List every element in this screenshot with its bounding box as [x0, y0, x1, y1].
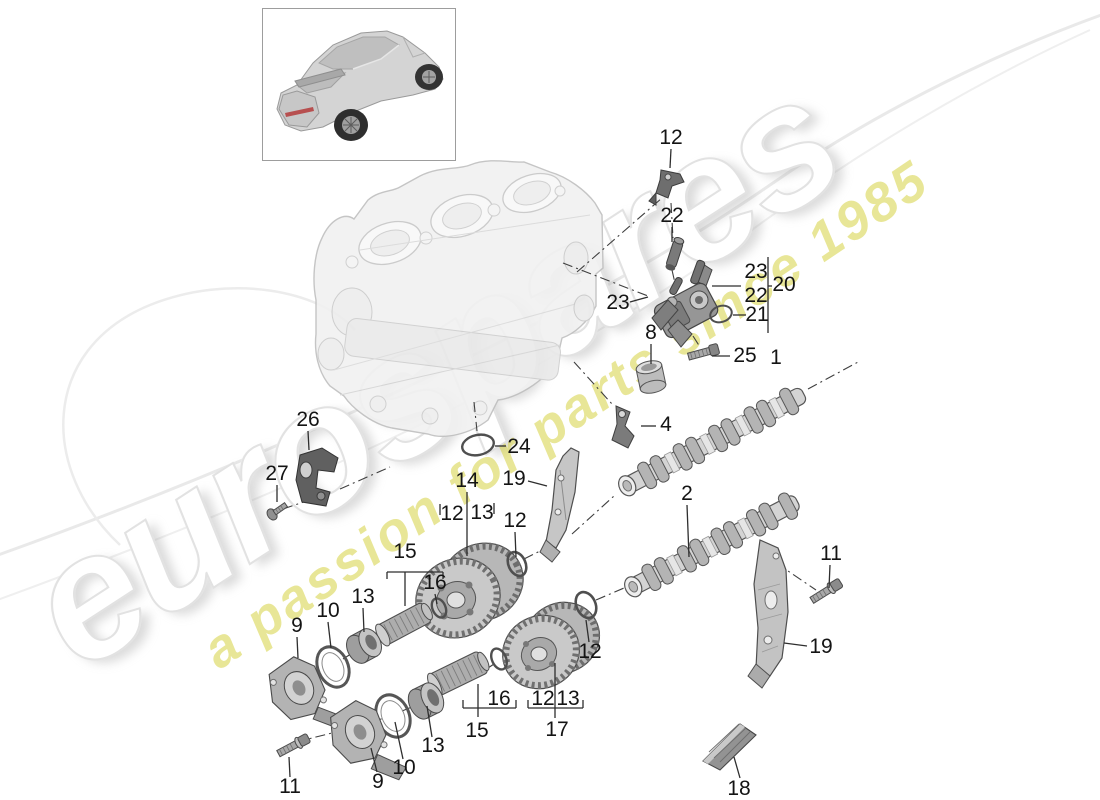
callout-13: 13 — [470, 501, 494, 524]
part-16-o-ring-lower — [489, 647, 509, 671]
callout-12: 12 — [531, 687, 555, 710]
callout-17: 17 — [545, 718, 569, 741]
part-14-adjuster-sprocket — [415, 542, 524, 639]
callout-9: 9 — [291, 614, 303, 637]
part-26-bracket — [295, 447, 339, 507]
callout-4: 4 — [660, 413, 672, 436]
car-thumbnail-box — [262, 8, 456, 161]
leader-lines — [276, 148, 831, 779]
callout-13: 13 — [556, 687, 580, 710]
engine-cylinder-head — [313, 160, 604, 437]
callout-2: 2 — [681, 482, 693, 505]
callout-12: 12 — [659, 126, 683, 149]
callout-26: 26 — [296, 408, 320, 431]
callout-10: 10 — [316, 599, 340, 622]
callout-12: 12 — [578, 640, 602, 663]
part-10-ring-upper — [315, 645, 351, 689]
part-8-cup-tappet — [635, 360, 667, 394]
callout-18: 18 — [727, 777, 751, 800]
callout-19: 19 — [502, 467, 526, 490]
part-12-o-ring-upper — [506, 550, 528, 578]
part-13-bearing-lower — [407, 682, 445, 720]
part-16-o-ring-upper — [430, 597, 448, 619]
car-thumbnail — [276, 30, 444, 141]
part-21-o-ring — [709, 304, 733, 324]
part-9-flange-upper — [268, 656, 339, 728]
callout-15: 15 — [465, 719, 489, 742]
callout-10: 10 — [392, 756, 416, 779]
callout-16: 16 — [423, 571, 447, 594]
part-11-bolt-right — [809, 578, 844, 605]
callout-16: 16 — [487, 687, 511, 710]
callout-11: 11 — [820, 542, 842, 565]
callout-13: 13 — [421, 734, 445, 757]
part-27-screw — [266, 501, 289, 521]
callout-25: 25 — [733, 344, 757, 367]
part-camshaft-lower — [624, 492, 800, 598]
part-12-rocker — [648, 169, 685, 206]
part-19-guide-right — [747, 539, 789, 689]
callout-15: 15 — [393, 540, 417, 563]
callout-11: 11 — [279, 775, 301, 798]
part-11-bolt-lower — [276, 733, 311, 758]
callout-13: 13 — [351, 585, 375, 608]
callout-14: 14 — [455, 469, 479, 492]
part-camshaft-upper — [618, 387, 807, 497]
callout-1: 1 — [770, 346, 782, 369]
part-18-wedge — [702, 723, 757, 771]
part-9-flange-lower — [330, 700, 407, 781]
callout-21: 21 — [745, 303, 769, 326]
callout-22: 22 — [660, 204, 684, 227]
part-25-bolt — [686, 343, 720, 361]
part-15-spool-upper — [375, 602, 433, 647]
callout-12: 12 — [440, 502, 464, 525]
callout-20: 20 — [772, 273, 796, 296]
callout-19: 19 — [809, 635, 833, 658]
part-19-guide-left — [539, 447, 580, 563]
callout-23: 23 — [606, 291, 630, 314]
callout-12: 12 — [503, 509, 527, 532]
part-22-tappet — [665, 237, 685, 271]
callout-27: 27 — [265, 462, 289, 485]
part-24-o-ring — [461, 433, 495, 457]
part-17-adjuster-sprocket — [502, 601, 600, 690]
callout-9: 9 — [372, 770, 384, 793]
callout-22: 22 — [744, 284, 768, 307]
part-4-lever — [611, 405, 635, 449]
part-13-bearing-upper — [346, 628, 382, 664]
part-1-adjuster-assembly — [651, 259, 719, 348]
part-12-o-ring-lower — [574, 590, 598, 620]
callout-24: 24 — [507, 435, 531, 458]
callout-23: 23 — [744, 260, 768, 283]
callout-8: 8 — [645, 321, 657, 344]
